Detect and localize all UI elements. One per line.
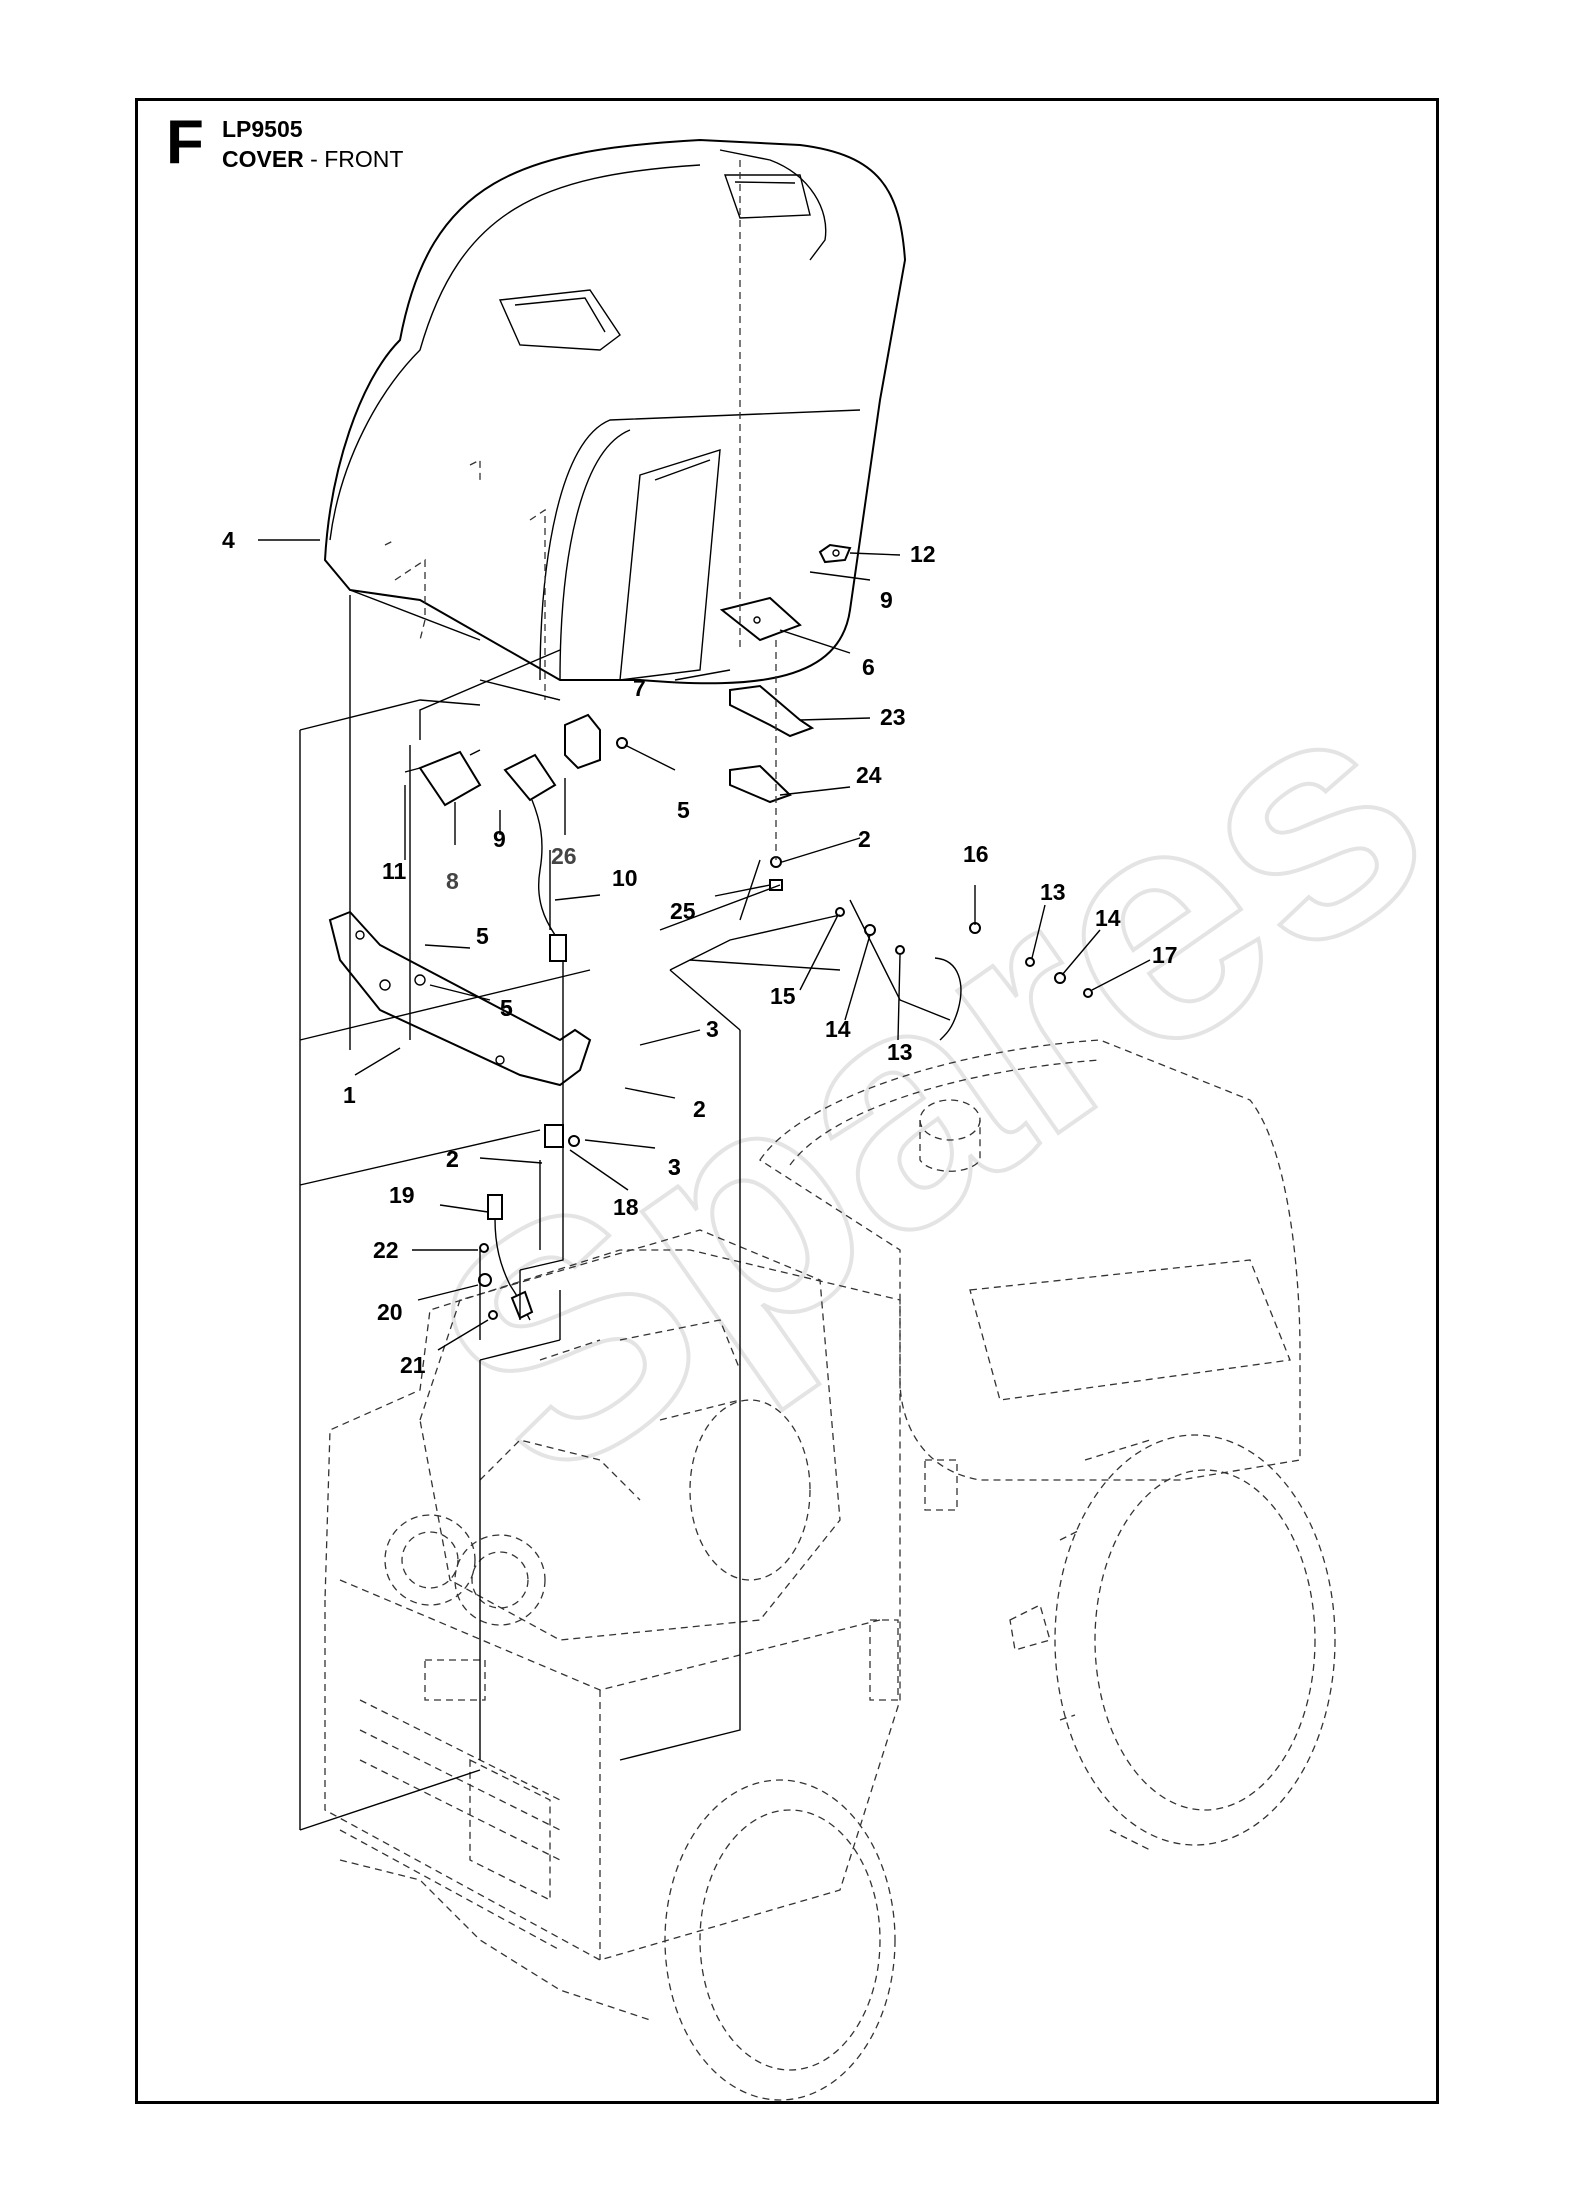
part-9-sensor [503, 753, 557, 936]
part-1-crossmember [328, 910, 592, 1087]
callout-18: 18 [613, 1194, 639, 1220]
part-23-bracket [729, 684, 815, 738]
front-cover-part [323, 138, 907, 700]
callout-2: 2 [693, 1096, 706, 1122]
callout-20: 20 [377, 1299, 403, 1325]
callout-5: 5 [500, 995, 513, 1021]
callout-9: 9 [493, 826, 506, 852]
callout-2: 2 [446, 1146, 459, 1172]
callout-3: 3 [668, 1154, 681, 1180]
callouts: 1 2 2 2 2 3 3 3 4 5 5 5 5 6 7 8 9 9 10 1… [222, 527, 1178, 1378]
model-number: LP9505 [222, 116, 303, 142]
part-12-bracket [818, 543, 852, 564]
callout-13: 13 [887, 1039, 913, 1065]
callout-1: 1 [343, 1082, 356, 1108]
callout-10: 10 [612, 865, 638, 891]
callout-3: 3 [706, 1016, 719, 1042]
watermark-text: Spares [372, 617, 1487, 1552]
callout-12: 12 [910, 541, 936, 567]
leader-lines [258, 539, 1151, 1351]
callout-3: 3 [668, 1154, 681, 1180]
part-26-bracket [564, 713, 601, 770]
callout-19: 19 [389, 1182, 415, 1208]
callout-26: 26 [551, 843, 577, 869]
callout-11: 11 [382, 858, 407, 884]
part-24-bracket [729, 764, 792, 804]
callout-5: 5 [677, 797, 690, 823]
page-frame [135, 98, 1439, 2104]
callout-16: 16 [963, 841, 989, 867]
callout-2: 2 [858, 826, 871, 852]
callout-14: 14 [1095, 905, 1121, 931]
callout-23: 23 [880, 704, 906, 730]
section-letter: F [166, 108, 204, 177]
part-5-screw-top [616, 737, 628, 749]
callout-15: 15 [770, 983, 796, 1009]
part-2-and-25-washer-nut [769, 856, 783, 891]
callout-6: 6 [862, 654, 875, 680]
assembly-lines [299, 160, 951, 1831]
part-8-module [404, 749, 482, 807]
title-bold: COVER [222, 146, 304, 172]
callout-21: 21 [400, 1352, 426, 1378]
callout-4: 4 [222, 527, 235, 553]
callout-7: 7 [633, 675, 646, 701]
callout-24: 24 [856, 762, 882, 788]
callout-22: 22 [373, 1237, 399, 1263]
callout-8: 8 [446, 868, 459, 894]
callout-25: 25 [670, 898, 696, 924]
callout-14: 14 [825, 1016, 851, 1042]
callout-13: 13 [1040, 879, 1066, 905]
callout-9: 9 [880, 587, 893, 613]
callout-5: 5 [500, 995, 513, 1021]
diagram-title: COVER - FRONT [222, 146, 403, 173]
part-18-switch [544, 1124, 580, 1148]
callout-5: 5 [476, 923, 489, 949]
title-rest: - FRONT [303, 146, 404, 172]
callout-2: 2 [446, 1146, 459, 1172]
callout-17: 17 [1152, 942, 1178, 968]
machine-outline-dashed [324, 1039, 1336, 2101]
part-10-connector [549, 934, 567, 962]
